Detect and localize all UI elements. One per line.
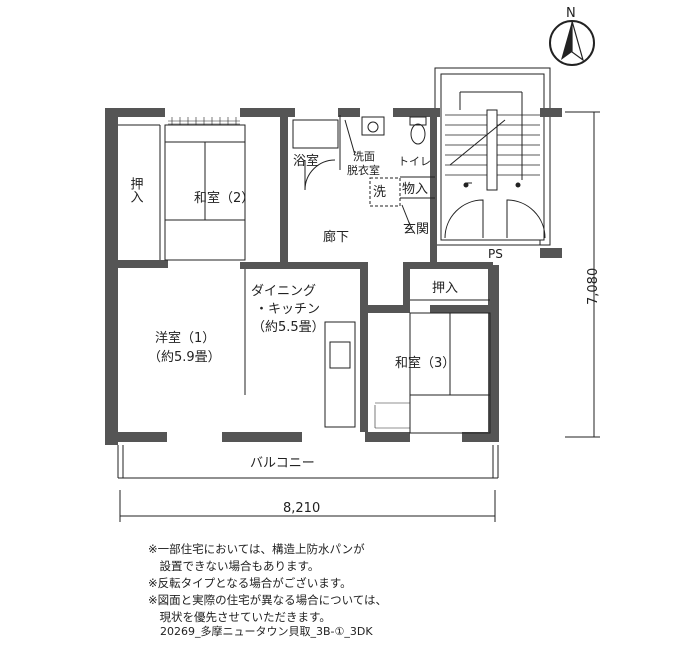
plan-caption: 20269_多摩ニュータウン貝取_3B-①_3DK — [160, 625, 373, 638]
label-toilet: トイレ — [398, 155, 431, 168]
label-datsuishitsu: 脱衣室 — [347, 163, 380, 177]
dimension-width: 8,210 — [283, 501, 320, 516]
note-line-4: ※図面と実際の住宅が異なる場合については、 — [148, 593, 388, 607]
label-monoire: 物入 — [402, 182, 428, 197]
label-youshitsu-1: 洋室（1） — [155, 330, 215, 346]
label-oshiire-right: 押入 — [432, 281, 458, 296]
label-youshitsu-size: （約5.9畳） — [148, 350, 221, 365]
note-line-1: ※一部住宅においては、構造上防水パンが — [148, 542, 365, 556]
label-dk-3: （約5.5畳） — [252, 320, 325, 335]
note-line-3: ※反転タイプとなる場合がございます。 — [148, 576, 352, 590]
label-dk-2: ・キッチン — [255, 302, 320, 317]
stairwell — [434, 67, 551, 246]
north-label: N — [566, 6, 576, 21]
label-senmen: 洗面 — [353, 150, 375, 163]
fixtures — [117, 111, 600, 522]
label-genkan: 玄関 — [403, 222, 429, 237]
label-balcony: バルコニー — [250, 456, 315, 471]
note-line-2: 設置できない場合もあります。 — [148, 559, 320, 573]
label-yokushitsu: 浴室 — [293, 153, 319, 169]
label-washitsu-2: 和室（2） — [194, 190, 254, 206]
north-compass-icon: N — [549, 6, 595, 66]
label-oshiire-left: 押入 — [128, 177, 144, 203]
label-rouka: 廊下 — [323, 229, 349, 245]
walls — [105, 108, 562, 445]
label-washitsu-3: 和室（3） — [395, 355, 455, 371]
label-sen: 洗 — [373, 185, 386, 200]
label-ps: PS — [488, 247, 503, 261]
dimension-depth: 7,080 — [586, 268, 601, 305]
note-line-5: 現状を優先させていただきます。 — [148, 610, 331, 624]
label-dk-1: ダイニング — [251, 284, 316, 299]
room-labels: 押入 和室（2） 浴室 洗面 脱衣室 トイレ 洗 物入 玄関 廊下 PS 押入 … — [128, 150, 602, 516]
